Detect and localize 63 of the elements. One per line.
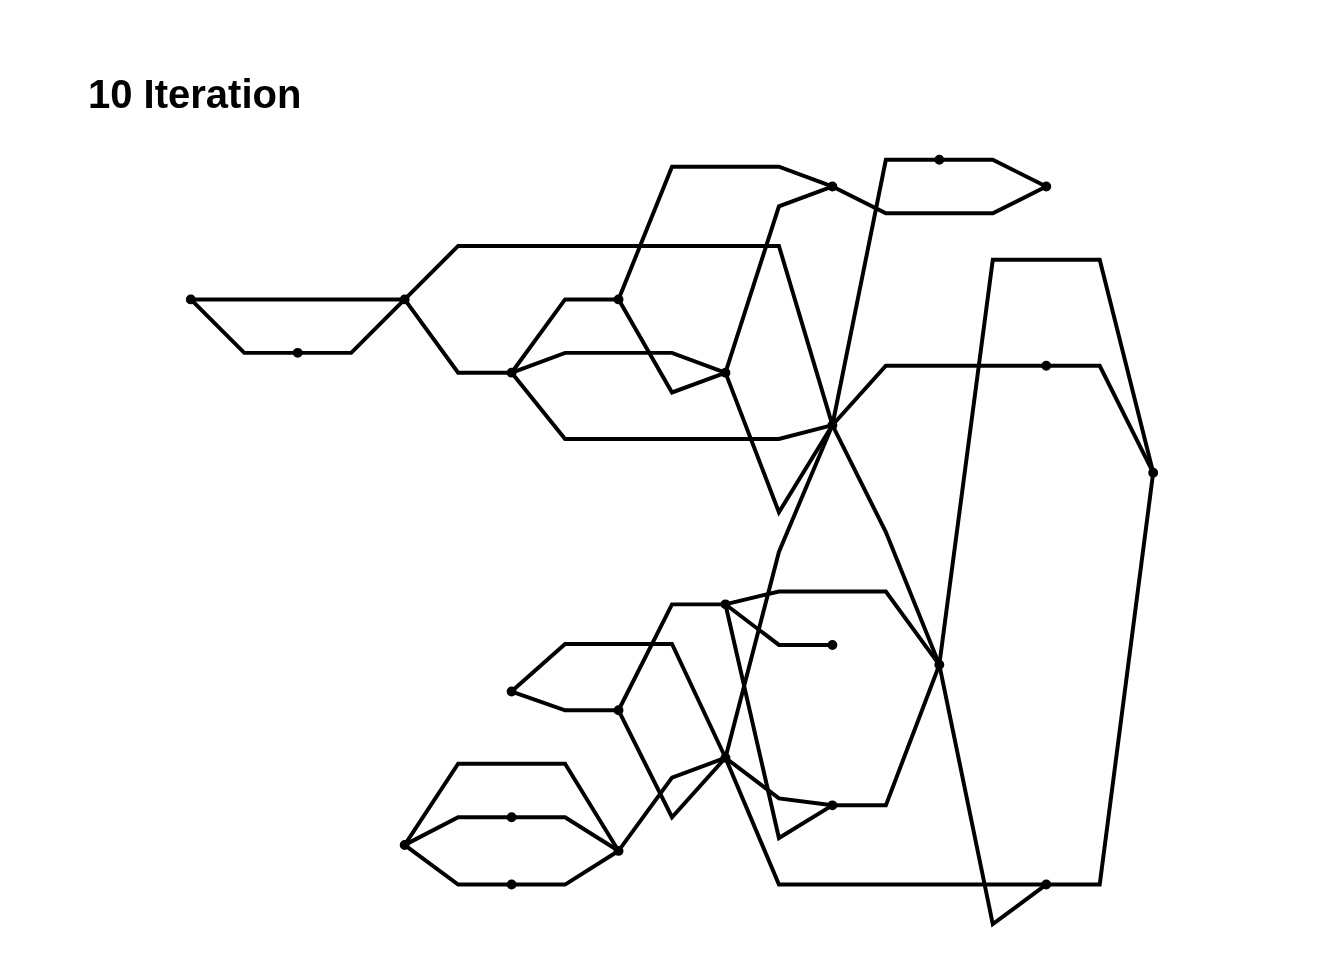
connector <box>937 257 1155 662</box>
node-circle <box>827 640 838 650</box>
connector <box>514 690 615 713</box>
connector <box>618 712 725 821</box>
connector <box>194 297 401 302</box>
node-circle <box>399 294 410 305</box>
connector <box>727 605 829 647</box>
connector <box>618 301 723 395</box>
connector <box>619 757 723 849</box>
node-circle <box>827 800 838 811</box>
node-circle <box>1041 360 1052 371</box>
connector <box>406 243 834 422</box>
connector <box>515 815 617 851</box>
connector <box>512 374 830 441</box>
connector <box>618 602 722 708</box>
connector <box>405 761 619 849</box>
connector <box>1050 476 1155 887</box>
connector <box>725 375 832 517</box>
connector <box>301 300 404 355</box>
connector <box>407 815 508 845</box>
node-circle <box>720 367 731 378</box>
connector <box>514 350 723 374</box>
connector <box>513 642 726 756</box>
node-circle <box>1041 181 1052 192</box>
node-circle <box>292 347 303 358</box>
connector <box>724 428 833 755</box>
node-circle <box>399 840 410 850</box>
connector <box>405 301 508 375</box>
connector <box>724 607 831 842</box>
node-circle <box>613 705 624 716</box>
node-circle <box>934 659 945 670</box>
connector <box>835 186 1044 216</box>
diagram-title: 10 Iteration <box>88 72 302 117</box>
connector <box>515 851 617 887</box>
connector <box>1050 363 1154 470</box>
node-circle <box>613 294 624 305</box>
connector <box>832 427 940 662</box>
connector <box>724 186 830 370</box>
connector <box>728 589 939 663</box>
node-circle <box>720 599 731 610</box>
node-circle <box>827 181 838 192</box>
node-circle <box>506 686 517 697</box>
node-circle <box>506 879 517 890</box>
connector <box>831 157 936 422</box>
connector <box>512 297 615 371</box>
connector <box>938 668 1045 928</box>
connector <box>836 667 940 808</box>
connector <box>618 164 830 297</box>
node-circle <box>1041 879 1052 890</box>
node-circle <box>613 845 624 856</box>
node-circle <box>827 420 838 431</box>
node-circle <box>185 294 196 305</box>
node-circle <box>934 154 945 165</box>
connector <box>833 363 1043 424</box>
connector <box>943 157 1044 187</box>
node-circle <box>720 752 731 763</box>
connector <box>727 758 829 807</box>
connector <box>406 845 508 887</box>
node-circle <box>506 367 517 378</box>
connector <box>725 760 1043 887</box>
node-circle <box>506 812 517 823</box>
node-circle <box>1148 467 1159 478</box>
connector <box>192 300 294 355</box>
